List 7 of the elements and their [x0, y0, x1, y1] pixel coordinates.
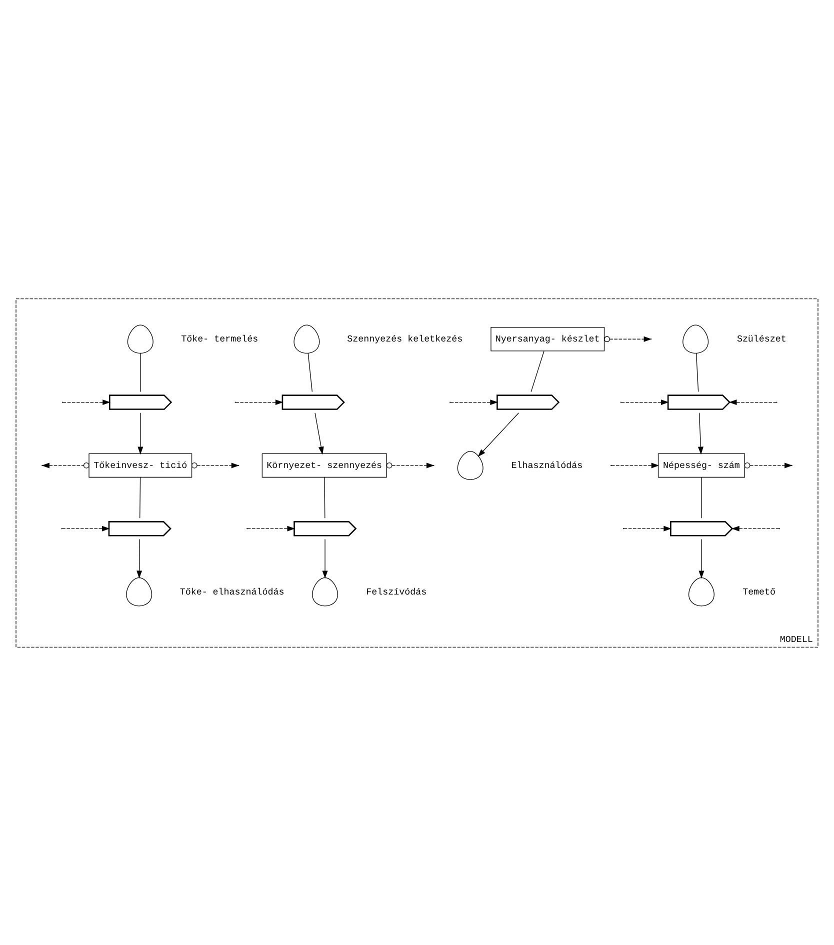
node-label: Szennyezés keletkezés [347, 333, 463, 344]
node-label: Szülészet [736, 333, 786, 344]
node-label: Tőke- termelés [181, 333, 258, 344]
node-label: Temető [742, 586, 776, 597]
node-label: Elhasználódás [511, 459, 583, 470]
node-label: Felszívódás [366, 586, 427, 597]
node-label: Tőke- elhasználódás [180, 586, 284, 597]
